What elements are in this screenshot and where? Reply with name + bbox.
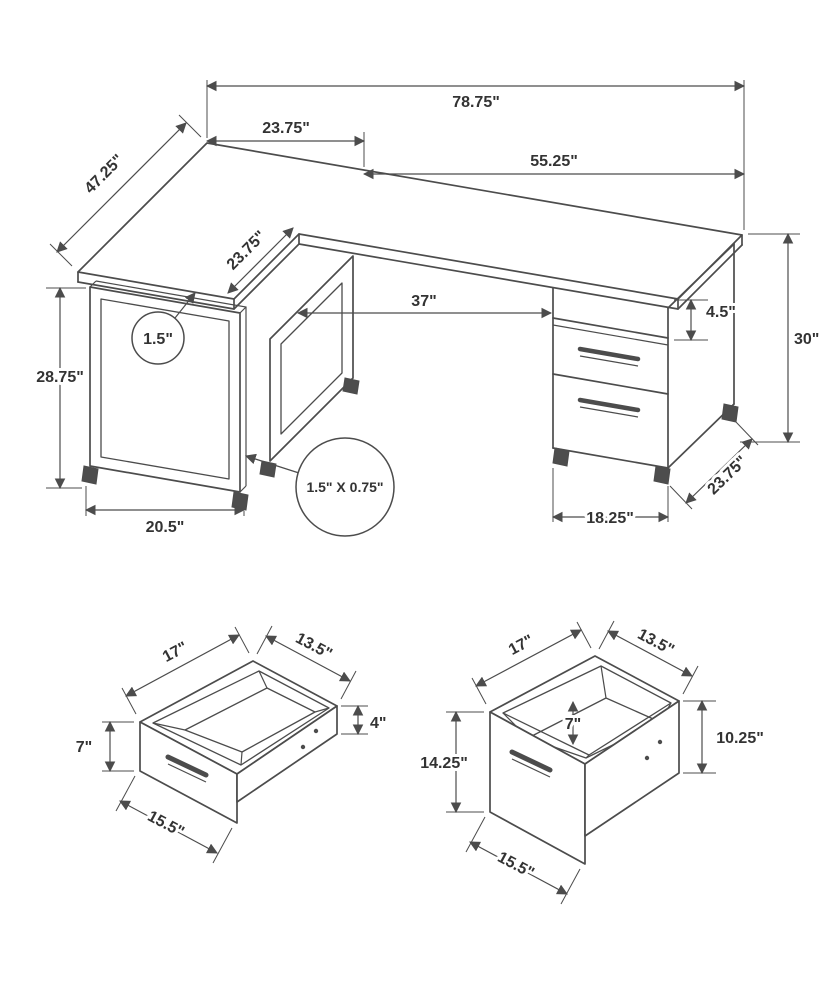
dim-label-small-drawer-depth: 17" — [160, 639, 190, 666]
dim-label-left-leg-height: 28.75" — [36, 369, 84, 386]
callout-frame-tube: 1.5" X 0.75" — [244, 437, 395, 537]
left-leg-foot-front — [81, 465, 99, 485]
shelf-board-bottom — [552, 324, 669, 346]
dim-label-file-drawer-depth: 17" — [506, 632, 536, 659]
file-drawer-screw-hole — [657, 739, 663, 745]
dim-label-small-drawer-front-height: 7" — [76, 739, 92, 756]
dim-small-drawer-front-height: 7" — [73, 720, 134, 773]
drawer-cabinet — [552, 287, 671, 485]
desk-top — [77, 142, 743, 310]
shelf-board-top — [552, 317, 669, 339]
dim-label-small-drawer-front-width: 15.5" — [145, 808, 187, 841]
callout-circle-top-thickness — [131, 311, 185, 365]
dim-label-top-thickness: 1.5" — [143, 331, 173, 348]
dim-file-drawer-side-height: 10.25" — [683, 699, 767, 775]
file-drawer-handle — [509, 749, 553, 773]
top-drawer-handle — [577, 346, 641, 362]
dim-label-file-drawer-back-width: 13.5" — [635, 626, 677, 659]
dim-file-drawer-front-height: 14.25" — [417, 710, 484, 814]
dim-label-small-drawer-back-width: 13.5" — [293, 630, 335, 663]
dim-label-cabinet-width: 18.25" — [586, 510, 634, 527]
file-drawer-drawing: 17" 13.5" 7" 14.25" 10.25" — [417, 620, 767, 905]
dim-label-shelf-opening: 4.5" — [706, 304, 736, 321]
dim-label-return-length: 47.25" — [82, 152, 128, 198]
dim-label-file-drawer-side-height: 10.25" — [716, 730, 764, 747]
dim-overall-height: 30" — [740, 232, 822, 444]
dim-label-right-section-width: 55.25" — [530, 153, 578, 170]
dim-label-file-drawer-inner-depth: 7" — [565, 716, 581, 733]
left-leg-frame-inner — [100, 298, 230, 480]
middle-leg-foot-front — [259, 460, 277, 478]
dim-label-small-drawer-side-height: 4" — [370, 715, 386, 732]
desk-drawing: 78.75" 23.75" 55.25" 47.25" 23.75" — [33, 80, 822, 539]
file-drawer-screw-hole — [644, 755, 650, 761]
dim-overall-width: 78.75" — [205, 80, 746, 230]
dim-label-knee-space: 37" — [411, 293, 436, 310]
callout-top-thickness: 1.5" — [131, 292, 196, 365]
left-leg-foot-back — [231, 491, 249, 511]
dim-cabinet-width: 18.25" — [551, 468, 670, 530]
dim-label-left-leg-width: 20.5" — [146, 519, 185, 536]
small-drawer-screw-hole — [300, 744, 306, 750]
middle-leg-frame-inner — [280, 282, 343, 435]
dim-small-drawer-side-height: 4" — [341, 704, 389, 736]
panel-foot-back — [721, 403, 739, 423]
small-drawer-side-wall — [236, 705, 338, 803]
small-drawer-handle — [165, 754, 209, 778]
dim-label-overall-width: 78.75" — [452, 94, 500, 111]
dim-label-left-section-width: 23.75" — [262, 120, 310, 137]
file-drawer-side-wall — [584, 700, 680, 837]
small-drawer-drawing: 17" 13.5" 7" 4" 15.5" — [73, 625, 389, 864]
cabinet-bottom — [552, 447, 669, 469]
dim-left-leg-width: 20.5" — [84, 486, 246, 539]
dim-left-leg-height: 28.75" — [33, 286, 87, 490]
callout-circle-frame-tube — [295, 437, 395, 537]
dim-left-section-width: 23.75" — [205, 117, 366, 167]
dim-label-file-drawer-front-width: 15.5" — [495, 849, 537, 882]
left-leg-frame-outer — [89, 286, 241, 493]
small-drawer-screw-hole — [313, 728, 319, 734]
drawer-divider — [552, 373, 669, 395]
middle-leg-frame-outer — [269, 255, 354, 462]
dim-label-file-drawer-front-height: 14.25" — [420, 755, 468, 772]
dim-knee-space: 37" — [296, 290, 553, 319]
right-side-panel — [667, 243, 739, 469]
file-drawer-front-panel — [489, 711, 586, 865]
cabinet-foot-left — [552, 447, 570, 467]
cabinet-foot-right — [653, 465, 671, 485]
small-drawer-front-panel — [139, 721, 238, 824]
file-drawer-handle — [577, 397, 641, 413]
dim-shelf-opening: 4.5" — [674, 298, 739, 342]
dim-desk-depth: 23.75" — [669, 421, 759, 510]
dim-label-frame-tube: 1.5" X 0.75" — [306, 479, 383, 495]
desk-top-surface — [77, 142, 743, 300]
dim-label-desk-depth: 23.75" — [705, 453, 751, 498]
dim-label-overall-height: 30" — [794, 331, 819, 348]
dim-file-drawer-inner-depth: 7" — [562, 700, 584, 746]
dim-right-section-width: 55.25" — [362, 150, 746, 180]
middle-leg-foot-back — [342, 377, 360, 395]
